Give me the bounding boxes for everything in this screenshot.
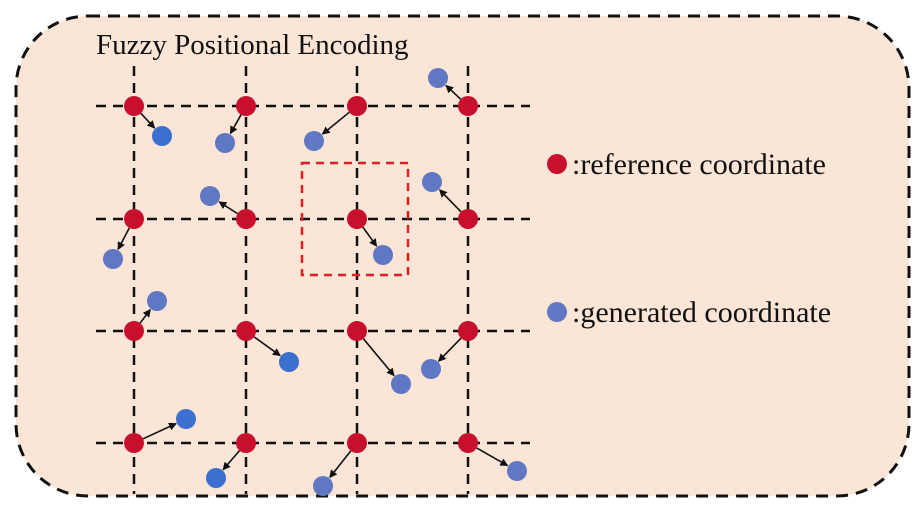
offset-arrow: [253, 336, 281, 357]
generated-coordinate-dot: [279, 352, 299, 372]
offset-arrow: [437, 337, 462, 362]
reference-coordinate-dot: [124, 433, 144, 453]
generated-coordinate-dot: [313, 476, 333, 496]
panel-background: [14, 14, 911, 498]
generated-coordinate-dot: [428, 68, 448, 88]
reference-coordinate-dot: [347, 321, 367, 341]
offset-arrow: [476, 447, 509, 467]
reference-coordinate-dot: [458, 209, 478, 229]
reference-coordinate-dot: [236, 321, 256, 341]
diagram-title: Fuzzy Positional Encoding: [96, 29, 409, 61]
offset-arrow: [321, 111, 350, 135]
legend: :reference coordinate :generated coordin…: [547, 148, 831, 329]
grid-lines: [96, 66, 530, 494]
legend-generated-dot: [547, 302, 567, 322]
offset-arrow: [142, 422, 177, 440]
generated-coordinate-dot: [147, 291, 167, 311]
reference-coordinate-dot: [347, 209, 367, 229]
reference-coordinate-dot: [236, 209, 256, 229]
generated-coordinate-dot: [200, 186, 220, 206]
reference-coordinate-dot: [236, 433, 256, 453]
generated-coordinate-dot: [206, 468, 226, 488]
reference-coordinate-dot: [124, 96, 144, 116]
offset-arrow: [139, 308, 151, 324]
generated-coordinate-dot: [176, 409, 196, 429]
offset-arrow: [222, 450, 241, 471]
generated-coordinate-dot: [215, 133, 235, 153]
offset-arrow: [117, 227, 131, 251]
legend-item-reference: :reference coordinate: [547, 148, 826, 181]
legend-generated-label: :generated coordinate: [572, 296, 831, 329]
generated-coordinate-dot: [152, 126, 172, 146]
generated-coordinate-dot: [507, 461, 527, 481]
offset-arrow: [218, 201, 239, 215]
offset-arrow: [362, 338, 395, 377]
generated-coordinate-dot: [421, 359, 441, 379]
generated-coordinate-dot: [391, 374, 411, 394]
reference-coordinate-dot: [458, 321, 478, 341]
offset-arrow: [362, 226, 378, 247]
reference-coordinate-dot: [458, 96, 478, 116]
reference-coordinate-dot: [458, 433, 478, 453]
offset-arrow: [140, 112, 156, 129]
offset-arrow: [329, 450, 352, 479]
offset-arrow: [229, 114, 242, 135]
generated-coordinate-dot: [422, 172, 442, 192]
reference-coordinate-dot: [236, 96, 256, 116]
reference-coordinate-dot: [124, 209, 144, 229]
offset-arrow: [445, 84, 462, 100]
offset-arrows: [117, 84, 509, 479]
legend-item-generated: :generated coordinate: [547, 296, 831, 329]
legend-reference-label: :reference coordinate: [572, 148, 826, 181]
reference-coordinate-dot: [347, 96, 367, 116]
highlighted-cell-box: [300, 161, 410, 277]
offset-arrow: [438, 189, 462, 213]
generated-coordinate-dot: [373, 245, 393, 265]
legend-reference-dot: [547, 154, 567, 174]
generated-points: [103, 68, 527, 496]
generated-coordinate-dot: [103, 249, 123, 269]
generated-coordinate-dot: [304, 131, 324, 151]
reference-points: [124, 96, 478, 453]
reference-coordinate-dot: [347, 433, 367, 453]
reference-coordinate-dot: [124, 321, 144, 341]
